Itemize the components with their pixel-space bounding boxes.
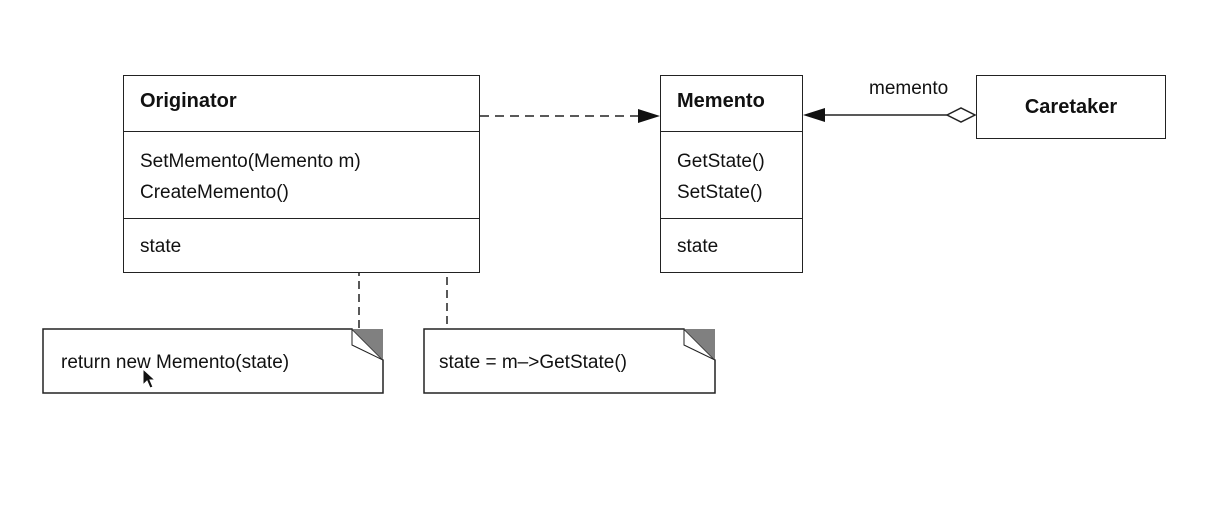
- class-caretaker: Caretaker: [976, 75, 1166, 139]
- association-arrowhead: [803, 108, 825, 122]
- note-fold-create: [352, 329, 383, 360]
- operation-creatememento: CreateMemento(): [140, 182, 289, 203]
- note-fold-edge-set: [683, 329, 716, 361]
- attributes-section: state: [661, 218, 802, 272]
- note-shape-set: [423, 328, 716, 394]
- aggregation-diamond: [945, 107, 977, 123]
- attributes-section: state: [124, 218, 479, 272]
- class-memento: Memento GetState() SetState() state: [660, 75, 803, 273]
- class-name-caretaker: Caretaker: [1024, 95, 1118, 118]
- note-fold-edge-create: [351, 329, 384, 361]
- note-set-memento: state = m–>GetState(): [439, 352, 627, 373]
- note-shape-create: [42, 328, 384, 394]
- class-originator: Originator SetMemento(Memento m) CreateM…: [123, 75, 480, 273]
- operations-section: GetState() SetState(): [661, 131, 802, 218]
- note-create-memento: return new Memento(state): [61, 352, 290, 373]
- class-name-section: Originator: [124, 76, 479, 131]
- operation-setmemento: SetMemento(Memento m): [140, 151, 361, 172]
- class-name-section: Memento: [661, 76, 802, 131]
- operations-section: SetMemento(Memento m) CreateMemento(): [124, 131, 479, 218]
- mouse-cursor-icon: [142, 368, 157, 389]
- class-name-memento: Memento: [677, 90, 765, 112]
- operation-setstate: SetState(): [677, 182, 763, 203]
- operation-getstate: GetState(): [677, 151, 765, 172]
- attribute-state: state: [140, 236, 182, 257]
- dependency-arrowhead: [638, 109, 660, 123]
- note-fold-set: [684, 329, 715, 360]
- class-name-originator: Originator: [140, 90, 237, 112]
- attribute-state: state: [677, 236, 719, 257]
- association-role-label: memento: [869, 78, 949, 99]
